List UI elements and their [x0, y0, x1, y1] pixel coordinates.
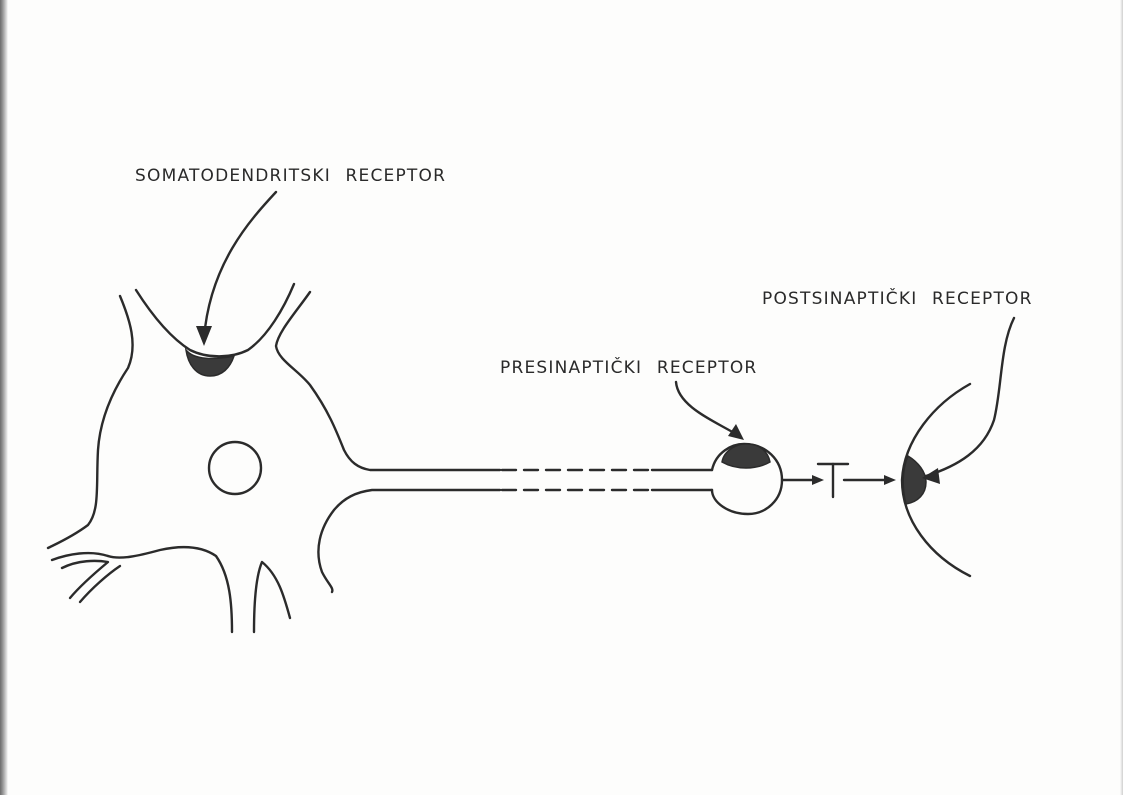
postsynaptic-receptor: [903, 456, 926, 504]
binding-arrowhead: [884, 475, 896, 485]
somatodendritic-receptor-label: SOMATODENDRITSKI RECEPTOR: [135, 166, 446, 186]
somatodendritic-receptor: [186, 350, 234, 376]
neuron-soma-outline: [48, 296, 133, 548]
somato-arrowhead: [196, 326, 212, 346]
neuron-upper-right-dendrite: [276, 292, 500, 470]
postsynaptic-receptor-label: POSTSINAPTIČKI RECEPTOR: [762, 289, 1033, 309]
neuron-lower-left-dendrite-a: [52, 553, 108, 560]
neuron-upper-left-dendrite-inner: [136, 284, 294, 356]
neuron-bottom-dendrite: [108, 547, 232, 632]
presyn-leader-line: [676, 382, 736, 434]
neuron-bottom-right-dendrite: [254, 562, 290, 632]
axon-lower-edge: [318, 490, 500, 592]
postsyn-leader-line: [926, 318, 1014, 476]
release-arrowhead: [812, 475, 824, 485]
neuron-nucleus: [209, 442, 261, 494]
somato-leader-line: [204, 192, 276, 338]
presynaptic-receptor-label: PRESINAPTIČKI RECEPTOR: [500, 358, 757, 378]
neuron-lower-left-dendrite-c: [80, 566, 120, 602]
